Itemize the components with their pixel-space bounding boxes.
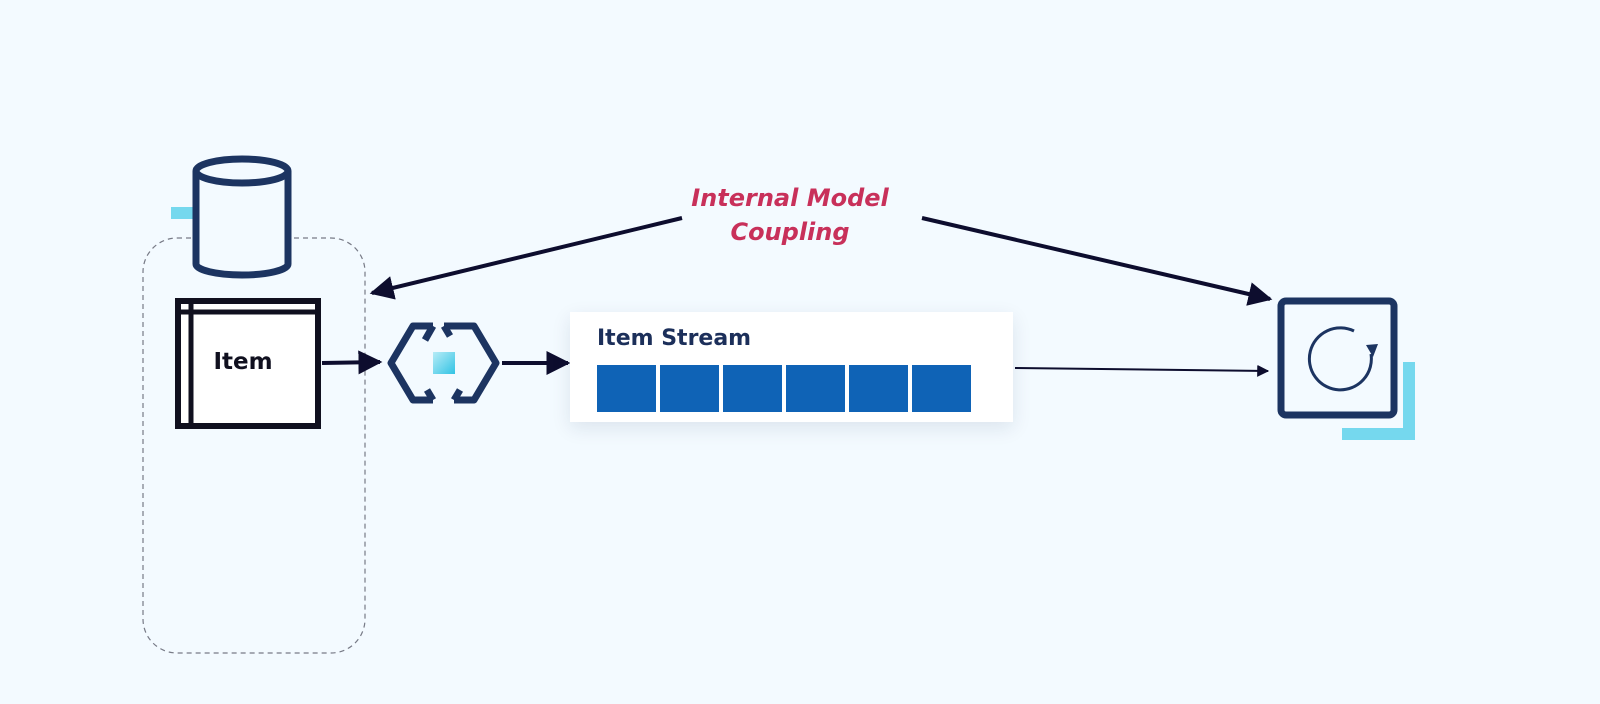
stream-cell [660, 365, 719, 412]
consumer-accent-corner [1342, 362, 1415, 440]
stream-cell [723, 365, 782, 412]
connector-icon [387, 322, 500, 404]
coupling-label-line2: Coupling [730, 218, 850, 246]
coupling-label-line1: Internal Model [691, 184, 889, 212]
item-label: Item [213, 349, 273, 375]
coupling-arrow-right [921, 216, 1273, 306]
arrow-item-to-connector [321, 350, 383, 375]
stream-cell [597, 365, 656, 412]
stream-cells [597, 365, 971, 412]
refresh-service-icon [1277, 297, 1398, 419]
coupling-label: Internal Model Coupling [660, 181, 920, 249]
stream-cell [786, 365, 845, 412]
arrow-stream-to-consumer [1014, 364, 1270, 377]
coupling-arrow-left [369, 216, 683, 300]
database-icon [192, 155, 292, 279]
stream-cell [912, 365, 971, 412]
stream-title: Item Stream [597, 326, 752, 351]
item-stream-card: Item Stream [570, 312, 1013, 422]
stream-cell [849, 365, 908, 412]
connector-core [433, 352, 455, 374]
item-entity-box [175, 298, 321, 429]
